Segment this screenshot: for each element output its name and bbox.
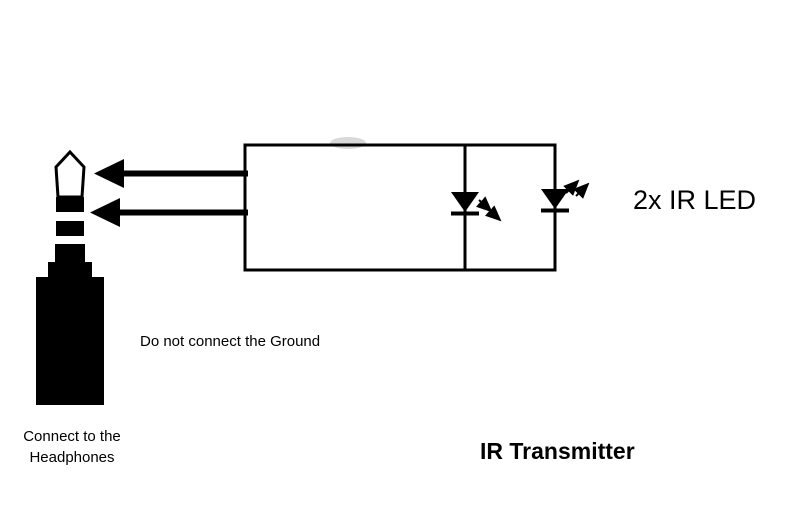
ir-led-1-emission-arrows (475, 196, 502, 222)
diagram-title: IR Transmitter (480, 438, 635, 464)
label-headphones-line2: Headphones (29, 449, 114, 466)
ir-led-1 (451, 192, 502, 222)
signal-arrow-top (94, 159, 248, 188)
plug-tip (54, 149, 86, 199)
label-ground-note: Do not connect the Ground (140, 333, 320, 350)
circuit-loop (243, 143, 557, 272)
signal-arrow-bottom (90, 198, 248, 227)
ir-led-2-diode-triangle (541, 189, 569, 209)
plug-ring-band-2 (56, 221, 84, 236)
label-headphones-line1: Connect to the (23, 428, 121, 445)
label-headphones-note: Connect to the Headphones (23, 428, 121, 466)
ir-led-2 (541, 179, 590, 213)
plug-ring-band-1 (56, 197, 84, 212)
ir-led-1-diode-triangle (451, 192, 479, 212)
ir-led-2-emission-arrows (563, 179, 590, 199)
smudge-artifact (330, 137, 366, 149)
plug-body (36, 277, 104, 405)
plug-collar (48, 262, 92, 278)
plug-ring-band-3 (55, 244, 85, 263)
label-led-count: 2x IR LED (633, 185, 756, 215)
headphone-plug (36, 149, 104, 405)
